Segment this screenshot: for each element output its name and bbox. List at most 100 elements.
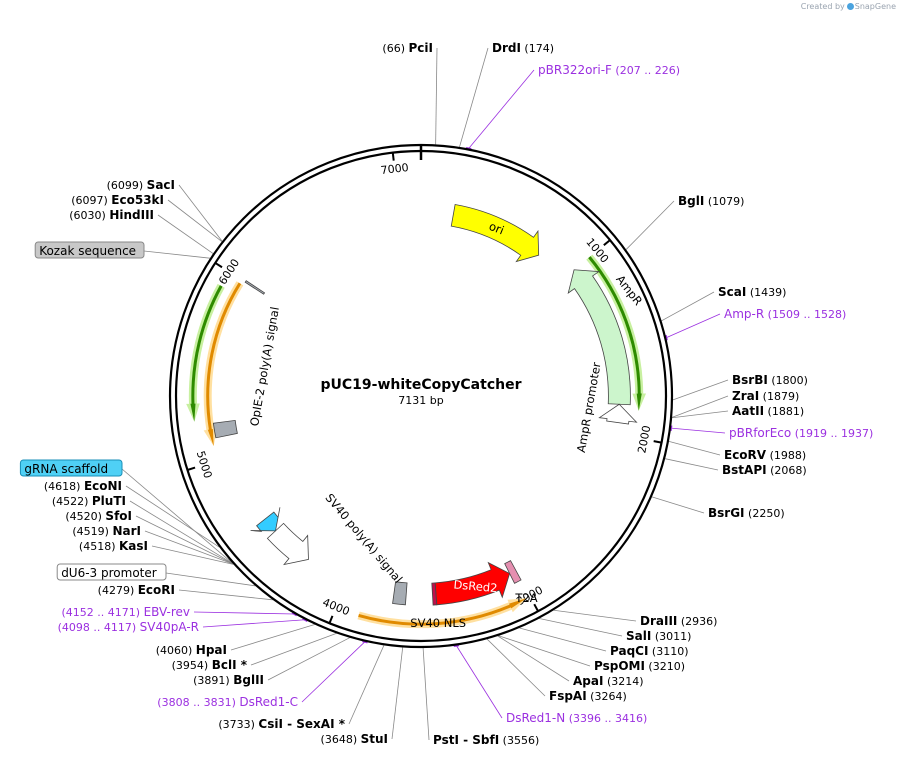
feature-grna-scaffold[interactable] — [250, 507, 281, 532]
label-name-apai: ApaI — [573, 674, 603, 688]
site-kasi[interactable]: (4518) KasI — [79, 539, 148, 553]
label-name-scai: ScaI — [718, 285, 746, 299]
site-bcli[interactable]: (3954) BclI * — [172, 658, 248, 672]
site-pcii[interactable]: (66) PciI — [382, 41, 433, 55]
feature-tag-du6-3-promoter[interactable]: dU6-3 promoter — [56, 563, 167, 581]
site-fspai[interactable]: FspAI (3264) — [549, 689, 627, 703]
label-text-bsrbi: BsrBI (1800) — [732, 373, 808, 387]
primer-dsred1-c[interactable]: (3808 .. 3831) DsRed1-C — [157, 695, 298, 709]
primer-ebv-rev[interactable]: (4152 .. 4171) EBV-rev — [62, 605, 191, 619]
site-bglii[interactable]: (3891) BglII — [193, 673, 264, 687]
feature-du6-3-promoter[interactable] — [266, 522, 309, 566]
feature-label-sv40-poly-a-signal: SV40 poly(A) signal — [322, 491, 405, 586]
feature-tag-grna-scaffold[interactable]: gRNA scaffold — [19, 459, 123, 477]
label-text-kasi: (4518) KasI — [79, 539, 148, 553]
site-scai[interactable]: ScaI (1439) — [718, 285, 786, 299]
feature-dsred2[interactable] — [434, 561, 511, 606]
site-econi[interactable]: (4618) EcoNI — [44, 479, 122, 493]
site-hindiii[interactable]: (6030) HindIII — [69, 208, 154, 222]
site-pluti[interactable]: (4522) PluTI — [52, 494, 126, 508]
label-pos-ecori: (4279) — [98, 584, 138, 597]
site-ecori[interactable]: (4279) EcoRI — [98, 583, 175, 597]
leader-line-du6-3-promoter — [165, 572, 256, 587]
label-name-paqci: PaqCI — [610, 644, 648, 658]
label-text-nari: (4519) NarI — [72, 524, 141, 538]
label-name-bstapi: BstAPI — [722, 463, 767, 477]
leader-line-saci — [178, 184, 223, 242]
feature-label-ampr-promoter: AmpR promoter — [574, 361, 604, 454]
tag-text-kozak-sequence: Kozak sequence — [39, 244, 136, 258]
site-nari[interactable]: (4519) NarI — [72, 524, 141, 538]
feature-label-opie-2-poly-a-signal: OpIE-2 poly(A) signal — [247, 306, 282, 428]
site-eco53ki[interactable]: (6097) Eco53kI — [71, 193, 164, 207]
orf-arrow-1 — [190, 285, 223, 422]
site-zrai[interactable]: ZraI (1879) — [732, 389, 799, 403]
feature-sv40-poly-a-signal[interactable] — [392, 581, 408, 606]
site-psti-sbfi[interactable]: PstI - SbfI (3556) — [433, 733, 539, 747]
site-sfoi[interactable]: (4520) SfoI — [65, 509, 132, 523]
feature-sv40-nls[interactable] — [431, 582, 438, 606]
label-pos-ebv-rev: (4152 .. 4171) — [62, 606, 144, 619]
label-pos-stui: (3648) — [321, 733, 361, 746]
label-pos-bsrgi: (2250) — [745, 507, 785, 520]
tick-mark-1000 — [603, 239, 611, 246]
label-name-zrai: ZraI — [732, 389, 759, 403]
feature-label-dsred2: DsRed2 — [453, 577, 498, 595]
site-sali[interactable]: SalI (3011) — [626, 629, 691, 643]
label-text-ebv-rev: (4152 .. 4171) EBV-rev — [62, 605, 191, 619]
site-bsrgi[interactable]: BsrGI (2250) — [708, 506, 785, 520]
leader-line-csii-sexai — [348, 645, 385, 725]
site-hpai[interactable]: (4060) HpaI — [156, 643, 227, 657]
label-text-amp-r: Amp-R (1509 .. 1528) — [724, 307, 846, 321]
tick-mark-3000 — [533, 603, 539, 612]
site-saci[interactable]: (6099) SacI — [107, 178, 175, 192]
site-paqci[interactable]: PaqCI (3110) — [610, 644, 689, 658]
primer-pbr322ori-f[interactable]: pBR322ori-F (207 .. 226) — [538, 63, 680, 77]
feature-kozak-sequence[interactable] — [244, 280, 266, 295]
site-stui[interactable]: (3648) StuI — [321, 732, 388, 746]
tag-text-du6-3-promoter: dU6-3 promoter — [61, 566, 157, 580]
leader-line-dsred1-c — [301, 641, 366, 703]
feature-opie-2-poly-a-signal[interactable] — [212, 419, 238, 439]
site-ecorv[interactable]: EcoRV (1988) — [724, 448, 806, 462]
feature-ampr[interactable] — [567, 269, 631, 406]
feature-tag-kozak-sequence[interactable]: Kozak sequence — [34, 241, 145, 259]
label-name-pbr322ori-f: pBR322ori-F — [538, 63, 612, 77]
feature-t2a[interactable] — [504, 560, 522, 584]
label-pos-sfoi: (4520) — [65, 510, 105, 523]
site-apai[interactable]: ApaI (3214) — [573, 674, 644, 688]
watermark-created-by: Created by — [800, 2, 845, 11]
label-text-pbrforeco: pBRforEco (1919 .. 1937) — [729, 426, 873, 440]
label-name-hindiii: HindIII — [109, 208, 154, 222]
label-pos-pbr322ori-f: (207 .. 226) — [612, 64, 680, 77]
label-pos-eco53ki: (6097) — [71, 194, 111, 207]
leader-line-fspai — [486, 638, 546, 697]
label-name-draiii: DraIII — [640, 614, 677, 628]
label-pos-bsrbi: (1800) — [768, 374, 808, 387]
site-pspomi[interactable]: PspOMI (3210) — [594, 659, 685, 673]
primer-amp-r[interactable]: Amp-R (1509 .. 1528) — [724, 307, 846, 321]
site-drdi[interactable]: DrdI (174) — [492, 41, 554, 55]
label-text-dsred1-n: DsRed1-N (3396 .. 3416) — [506, 711, 647, 725]
label-name-sv40pa-r: SV40pA-R — [140, 620, 199, 634]
site-bsrbi[interactable]: BsrBI (1800) — [732, 373, 808, 387]
site-draiii[interactable]: DraIII (2936) — [640, 614, 717, 628]
feature-ampr-promoter[interactable] — [598, 403, 638, 425]
label-name-bgli: BglI — [678, 194, 704, 208]
leader-line-sv40pa-r — [202, 619, 306, 628]
site-bstapi[interactable]: BstAPI (2068) — [722, 463, 807, 477]
label-text-hindiii: (6030) HindIII — [69, 208, 154, 222]
leader-line-zrai — [671, 395, 729, 418]
leader-line-scai — [661, 291, 715, 322]
leader-line-bstapi — [664, 458, 719, 471]
primer-pbrforeco[interactable]: pBRforEco (1919 .. 1937) — [729, 426, 873, 440]
label-name-eco53ki: Eco53kI — [111, 193, 164, 207]
feature-ori[interactable] — [450, 204, 540, 263]
site-aatii[interactable]: AatII (1881) — [732, 404, 804, 418]
primer-sv40pa-r[interactable]: (4098 .. 4117) SV40pA-R — [58, 620, 199, 634]
primer-dsred1-n[interactable]: DsRed1-N (3396 .. 3416) — [506, 711, 647, 725]
site-csii-sexai[interactable]: (3733) CsiI - SexAI * — [218, 717, 345, 731]
label-name-stui: StuI — [361, 732, 388, 746]
site-bgli[interactable]: BglI (1079) — [678, 194, 744, 208]
